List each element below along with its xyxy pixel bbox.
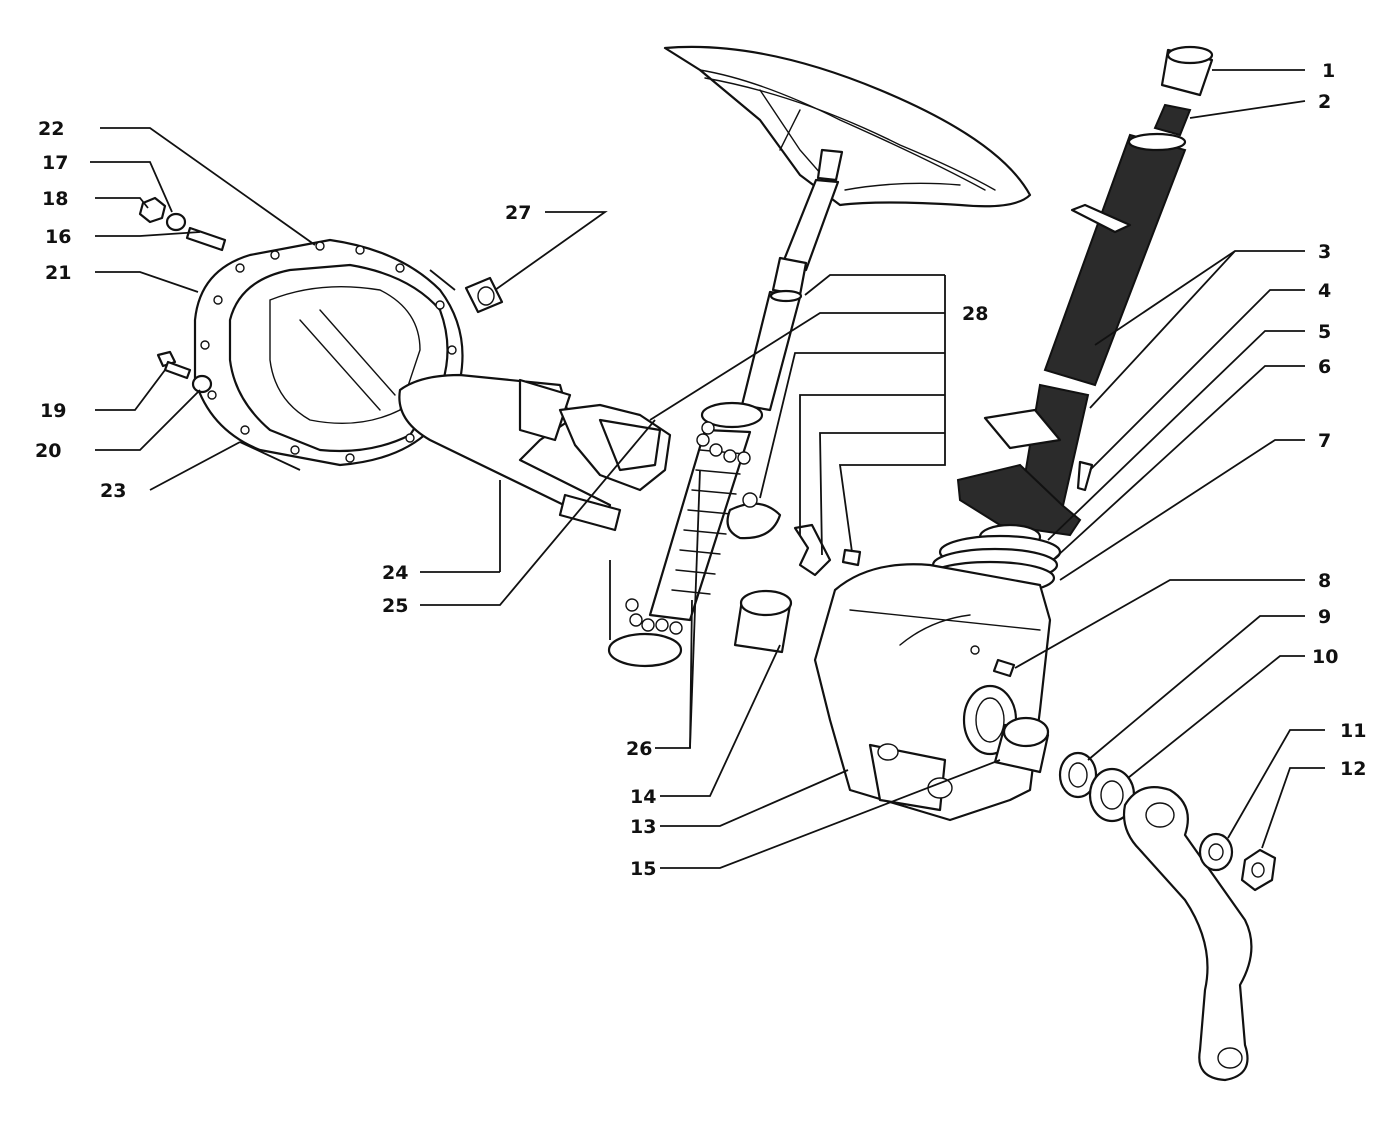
label-26: 26 <box>626 738 652 760</box>
sector-shaft <box>398 373 622 532</box>
leader-lines <box>90 69 1325 869</box>
label-2: 2 <box>1318 91 1331 113</box>
cover-washer <box>165 212 187 232</box>
label-1: 1 <box>1322 60 1335 82</box>
label-23: 23 <box>100 480 126 502</box>
label-12: 12 <box>1340 758 1366 780</box>
label-6: 6 <box>1318 356 1331 378</box>
label-4: 4 <box>1318 280 1331 302</box>
label-16: 16 <box>45 226 71 248</box>
label-7: 7 <box>1318 430 1331 452</box>
label-22: 22 <box>38 118 64 140</box>
sector-bushing <box>993 716 1050 774</box>
label-18: 18 <box>42 188 68 210</box>
steering-worm <box>607 401 764 668</box>
steering-shaft <box>740 148 844 412</box>
cover-bolt <box>156 350 192 380</box>
cover-stud <box>185 226 227 252</box>
column-jacket <box>1043 132 1187 387</box>
steering-box-housing <box>813 563 1052 822</box>
label-28: 28 <box>962 303 988 325</box>
top-bush <box>1160 45 1214 97</box>
label-17: 17 <box>42 152 68 174</box>
guide-clamp <box>793 523 832 577</box>
bearing-balls-upper <box>696 421 751 465</box>
label-3: 3 <box>1318 241 1331 263</box>
label-21: 21 <box>45 262 71 284</box>
label-14: 14 <box>630 786 656 808</box>
label-13: 13 <box>630 816 656 838</box>
ball-guide <box>726 492 782 540</box>
label-10: 10 <box>1312 646 1338 668</box>
label-5: 5 <box>1318 321 1331 343</box>
label-9: 9 <box>1318 606 1331 628</box>
label-24: 24 <box>382 562 408 584</box>
clamp-screw <box>841 548 862 567</box>
label-8: 8 <box>1318 570 1331 592</box>
oil-seal <box>1058 751 1098 799</box>
arm-nut <box>1240 848 1277 892</box>
bolt-washer <box>191 374 213 394</box>
label-15: 15 <box>630 858 656 880</box>
part-labels: 1 2 3 4 5 6 7 8 9 10 11 12 13 14 15 16 1… <box>35 60 1366 880</box>
plug-screw <box>992 658 1016 678</box>
side-cover <box>193 238 464 467</box>
bush <box>464 276 504 314</box>
steering-wheel <box>663 45 1032 208</box>
label-11: 11 <box>1340 720 1366 742</box>
label-25: 25 <box>382 595 408 617</box>
arm-washer <box>1198 832 1234 872</box>
label-19: 19 <box>40 400 66 422</box>
bearing-balls-lower <box>625 598 683 635</box>
column-bracket <box>956 383 1090 537</box>
drop-arm <box>1122 786 1253 1082</box>
bracket-screw <box>1076 460 1094 492</box>
cover-nut <box>138 196 167 224</box>
label-20: 20 <box>35 440 61 462</box>
top-bearing <box>1153 103 1192 137</box>
label-27: 27 <box>505 202 531 224</box>
sleeve <box>733 589 793 654</box>
